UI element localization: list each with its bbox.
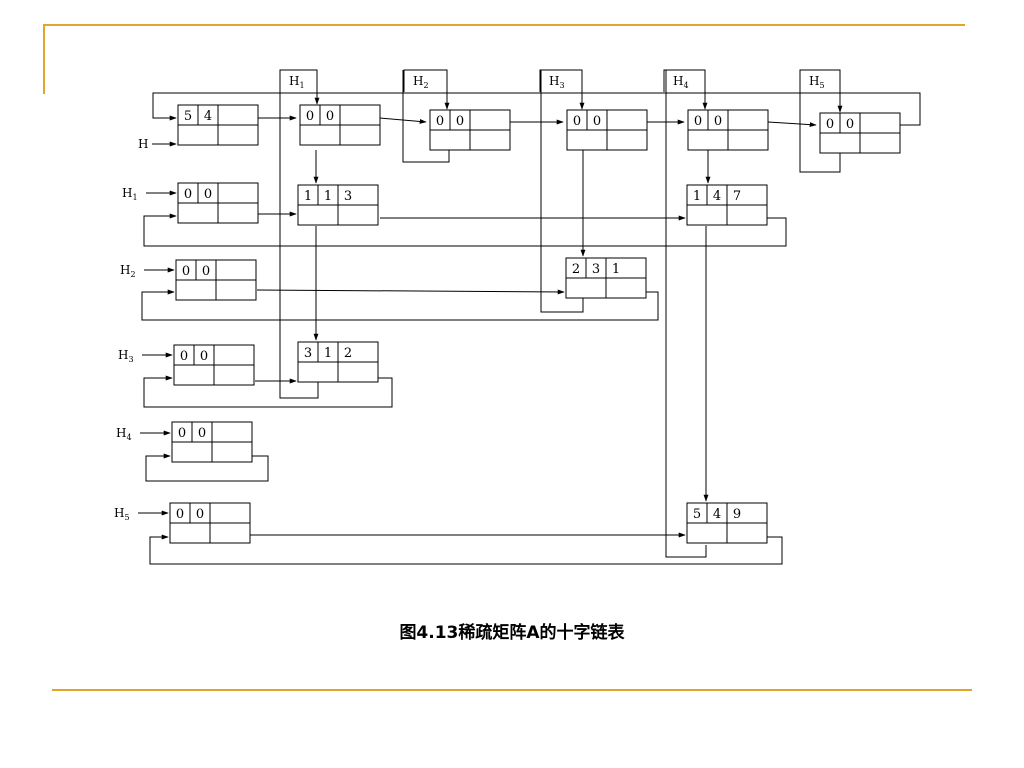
node-col-index: 4 [713,507,721,522]
link-wrap-row [149,534,783,565]
figure-caption: 图4.13稀疏矩阵A的十字链表 [399,623,625,643]
node-col-index: 0 [326,109,334,124]
node-col-index: 1 [324,346,332,361]
column-head-label-frame [403,69,450,110]
link-wrap-row [143,375,393,408]
node-row-index: 0 [306,109,314,124]
head-pointer-label: H [138,137,148,151]
link-right [256,289,565,295]
link-down-self [799,70,841,173]
node-col-index: 4 [713,189,721,204]
row-head-label: H5 [114,506,130,522]
node-row-index: 0 [182,264,190,279]
row-head-label: H4 [116,426,132,442]
node-row-index: 0 [694,114,702,129]
link-wrap-row [145,453,269,482]
column-head-label-frame [539,69,585,110]
node-row-index: 0 [826,117,834,132]
node-row-index: 0 [178,426,186,441]
node-col-index: 0 [196,507,204,522]
node-col-index: 3 [592,262,600,277]
column-head-label: H2 [413,74,429,90]
node-value: 3 [344,189,352,204]
node-col-index: 4 [204,109,212,124]
link-wrap-head [152,92,921,126]
node-value: 2 [344,346,352,361]
column-head-label-frame [799,69,843,113]
node-col-index: 0 [200,349,208,364]
decor-left-line [43,24,45,94]
node-row-index: 0 [436,114,444,129]
node-col-index: 0 [593,114,601,129]
node-row-index: 0 [180,349,188,364]
row-head-label: H1 [122,186,138,202]
link-wrap-col [665,70,707,558]
decor-top-line [43,24,965,26]
link-wrap-col [540,70,584,313]
column-head-label: H5 [809,74,825,90]
link-wrap-row [143,213,787,247]
node-col-index: 0 [198,426,206,441]
link-right [767,121,817,128]
column-head-label: H4 [673,74,689,90]
node-row-index: 2 [572,262,580,277]
node-col-index: 1 [324,189,332,204]
node-col-index: 0 [456,114,464,129]
node-row-index: 5 [184,109,192,124]
node-row-index: 0 [573,114,581,129]
column-head-label: H3 [549,74,565,90]
node-value: 1 [612,262,620,277]
node-row-index: 0 [184,187,192,202]
node-row-index: 1 [693,189,701,204]
link-down-self [402,70,450,163]
node-col-index: 0 [202,264,210,279]
node-value: 7 [733,189,741,204]
node-col-index: 0 [714,114,722,129]
link-wrap-col [279,70,319,399]
node-row-index: 5 [693,507,701,522]
column-head-label-frame [663,69,708,110]
row-head-label: H2 [120,263,136,279]
node-row-index: 1 [304,189,312,204]
node-row-index: 0 [176,507,184,522]
node-col-index: 0 [846,117,854,132]
row-head-label: H3 [118,348,134,364]
link-wrap-row [141,289,659,321]
column-head-label: H1 [289,74,305,90]
decor-bottom-line [52,689,972,691]
node-value: 9 [733,507,741,522]
node-col-index: 0 [204,187,212,202]
node-row-index: 3 [304,346,312,361]
